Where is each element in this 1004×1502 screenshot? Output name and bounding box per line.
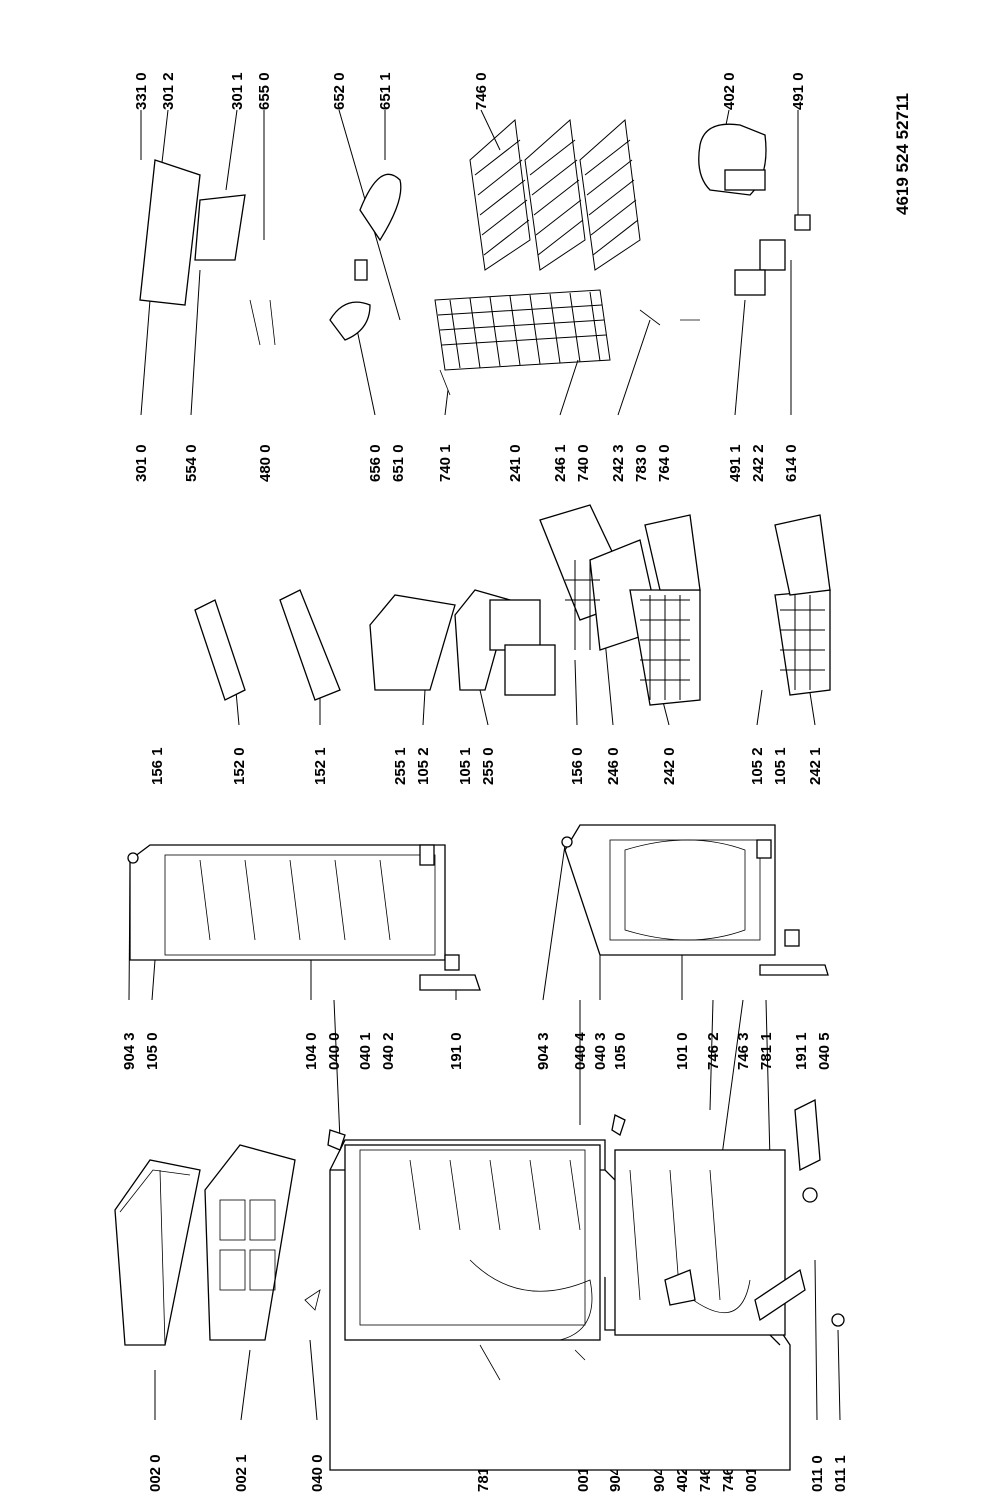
label-904-3-top: 904 3 (121, 1032, 138, 1070)
label-156-1: 156 1 (149, 747, 166, 785)
label-040-1: 040 1 (357, 1032, 374, 1070)
label-105-2-bottom: 105 2 (749, 747, 766, 785)
label-746-3: 746 3 (735, 1032, 752, 1070)
label-242-3: 242 3 (610, 444, 627, 482)
compressor (698, 123, 767, 196)
label-255-1: 255 1 (392, 747, 409, 785)
label-011-1: 011 1 (832, 1455, 849, 1492)
label-740-1: 740 1 (437, 444, 454, 482)
label-242-0: 242 0 (661, 747, 678, 785)
label-246-0: 246 0 (605, 747, 622, 785)
label-651-1: 651 1 (377, 72, 394, 110)
label-242-2: 242 2 (750, 444, 767, 482)
label-651-0: 651 0 (390, 444, 407, 482)
label-104-0: 104 0 (303, 1032, 320, 1070)
relay-parts (734, 214, 811, 296)
label-101-0: 101 0 (674, 1032, 691, 1070)
document-number: 4619 524 52711 (893, 93, 912, 215)
label-491-0: 491 0 (790, 72, 807, 110)
top-cover (114, 1159, 201, 1346)
label-040-3: 040 3 (592, 1032, 609, 1070)
label-614-0: 614 0 (783, 444, 800, 482)
part-labels: 331 0 301 2 301 1 655 0 652 0 651 1 746 … (121, 72, 912, 1492)
evaporators (434, 118, 641, 371)
label-246-1: 246 1 (552, 444, 569, 482)
label-301-1: 301 1 (229, 72, 246, 110)
lower-door (564, 824, 776, 956)
label-652-0: 652 0 (331, 72, 348, 110)
label-002-0: 002 0 (147, 1454, 164, 1492)
label-191-0: 191 0 (448, 1032, 465, 1070)
label-656-0: 656 0 (367, 444, 384, 482)
label-242-1: 242 1 (807, 747, 824, 785)
door-balconies (194, 589, 341, 701)
top-frame (204, 1144, 296, 1341)
label-040-2: 040 2 (380, 1032, 397, 1070)
cabinet-body (329, 1139, 791, 1471)
label-105-1-bottom: 105 1 (772, 747, 789, 785)
label-554-0: 554 0 (183, 444, 200, 482)
label-764-0: 764 0 (656, 444, 673, 482)
label-781-1: 781 1 (758, 1032, 775, 1070)
label-904-3-bottom: 904 3 (535, 1032, 552, 1070)
label-301-0: 301 0 (133, 444, 150, 482)
label-105-0-bottom: 105 0 (612, 1032, 629, 1070)
label-746-2: 746 2 (705, 1032, 722, 1070)
freezer-baskets (629, 514, 831, 706)
label-105-2-top: 105 2 (415, 747, 432, 785)
control-panel (139, 159, 276, 346)
hardware-parts (127, 309, 845, 1381)
glass-shelves (369, 589, 511, 691)
label-402-0: 402 0 (721, 72, 738, 110)
label-746-0: 746 0 (473, 72, 490, 110)
label-331-0: 331 0 (133, 72, 150, 110)
label-655-0: 655 0 (256, 72, 273, 110)
fan-and-thermostat (329, 173, 402, 341)
label-740-0: 740 0 (575, 444, 592, 482)
label-480-0: 480 0 (257, 444, 274, 482)
label-011-0: 011 0 (809, 1455, 826, 1492)
label-040-0-left: 040 0 (309, 1454, 326, 1492)
label-491-1: 491 1 (727, 444, 744, 482)
label-105-0-top: 105 0 (144, 1032, 161, 1070)
label-255-0: 255 0 (480, 747, 497, 785)
label-152-0: 152 0 (231, 747, 248, 785)
label-301-2: 301 2 (160, 72, 177, 110)
label-783-0: 783 0 (633, 444, 650, 482)
label-002-1: 002 1 (233, 1454, 250, 1492)
label-152-1: 152 1 (312, 747, 329, 785)
label-156-0: 156 0 (569, 747, 586, 785)
label-241-0: 241 0 (507, 444, 524, 482)
label-040-0-right: 040 0 (326, 1032, 343, 1070)
label-040-5: 040 5 (816, 1032, 833, 1070)
boxes-and-trays (489, 504, 661, 696)
upper-door (129, 844, 446, 961)
label-191-1: 191 1 (793, 1032, 810, 1070)
label-105-1-top: 105 1 (457, 747, 474, 785)
